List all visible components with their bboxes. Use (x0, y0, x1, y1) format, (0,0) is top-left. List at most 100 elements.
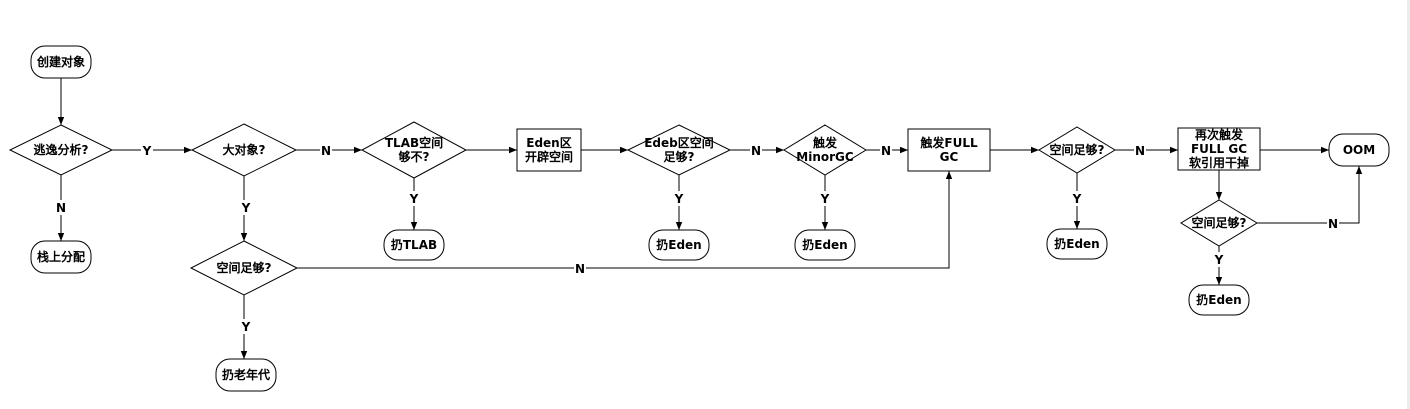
node-label: 逃逸分析? (34, 142, 89, 157)
node-label: Eden区 (526, 136, 571, 150)
node-label: 空间足够? (1192, 215, 1247, 230)
terminal-shape (30, 45, 92, 79)
edge-label: Y (674, 192, 684, 206)
decision-shape (360, 121, 468, 179)
edge-label: N (751, 144, 761, 158)
terminal-shape (1188, 284, 1250, 316)
edge-label: Y (241, 201, 251, 215)
decision-shape (1180, 199, 1258, 247)
node-space2-decision: 空间足够? (1038, 126, 1116, 174)
node-label: 大对象? (223, 142, 266, 157)
edge-oldspace-to-fullgc (297, 171, 953, 269)
edge-label: Y (1214, 253, 1224, 267)
node-label: 栈上分配 (37, 249, 85, 264)
node-label: 空间足够? (217, 260, 272, 275)
process-shape (1177, 127, 1261, 171)
edge-label: N (1328, 217, 1338, 231)
edge-label-bg (408, 191, 420, 206)
edge-label: Y (1072, 192, 1082, 206)
decision-shape (190, 123, 298, 177)
edge-label: N (1135, 144, 1145, 158)
node-label: 扔老年代 (222, 367, 270, 382)
decision-shape (626, 124, 732, 176)
edge-label-bg (880, 143, 892, 158)
terminal-shape (1046, 228, 1108, 260)
node-oom-terminal: OOM (1328, 133, 1390, 167)
edge-label-bg (574, 261, 586, 276)
edge-label-bg (750, 143, 762, 158)
process-shape (907, 128, 991, 172)
edge-label-bg (55, 200, 67, 215)
decision-shape (189, 240, 299, 296)
edge-label-bg (1213, 252, 1225, 267)
edge-space3-to-oom (1257, 166, 1363, 224)
edge-label-bg (240, 200, 252, 215)
terminal-shape (383, 229, 445, 261)
edge-label: N (575, 262, 585, 276)
decision-shape (8, 124, 114, 176)
terminal-shape (648, 229, 710, 261)
node-label: 触发 (813, 135, 838, 150)
node-oldgen-terminal: 扔老年代 (215, 358, 277, 392)
node-bigobj-decision: 大对象? (190, 123, 298, 177)
node-label: TLAB空间 (385, 135, 443, 150)
edge-label-bg (1327, 216, 1339, 231)
node-label: FULL GC (1191, 142, 1247, 156)
node-label: OOM (1343, 143, 1375, 157)
edge-label-bg (673, 191, 685, 206)
node-label: 扔Eden (656, 237, 701, 252)
process-shape (516, 128, 582, 172)
edge-label-bg (320, 143, 332, 158)
node-label: 开辟空间 (525, 149, 573, 164)
node-eden2-terminal: 扔Eden (794, 229, 856, 261)
node-label: 触发FULL (920, 135, 978, 150)
node-create-terminal: 创建对象 (30, 45, 92, 79)
node-label: 扔Eden (1196, 292, 1241, 307)
node-label: 足够? (664, 149, 695, 164)
node-eden3-terminal: 扔Eden (1046, 228, 1108, 260)
node-label: 创建对象 (36, 54, 85, 69)
decision-shape (783, 124, 867, 176)
node-escape-decision: 逃逸分析? (8, 124, 114, 176)
edge-label: Y (241, 320, 251, 334)
edge-label-bg (141, 143, 153, 158)
terminal-shape (30, 240, 92, 274)
edge-label-bg (240, 319, 252, 334)
terminal-shape (215, 358, 277, 392)
edge-label-bg (819, 191, 831, 206)
node-oldspace-decision: 空间足够? (189, 240, 299, 296)
edge-label: Y (142, 144, 152, 158)
node-tlabput-terminal: 扔TLAB (383, 229, 445, 261)
edge-label: Y (820, 192, 830, 206)
edge-label-bg (1071, 191, 1083, 206)
edge-label: N (56, 201, 66, 215)
node-space3-decision: 空间足够? (1180, 199, 1258, 247)
edge-label: N (321, 144, 331, 158)
decision-shape (1038, 126, 1116, 174)
node-label: 空间足够? (1050, 142, 1105, 157)
node-label: MinorGC (796, 150, 854, 164)
node-stack-terminal: 栈上分配 (30, 240, 92, 274)
node-label: 扔TLAB (391, 237, 437, 252)
terminal-shape (794, 229, 856, 261)
terminal-shape (1328, 133, 1390, 167)
edge-label-bg (1134, 143, 1146, 158)
node-label: 扔Eden (802, 237, 847, 252)
edge-label: N (881, 144, 891, 158)
node-eden1-terminal: 扔Eden (648, 229, 710, 261)
node-label: GC (940, 150, 959, 164)
node-label: Edeb区空间 (644, 135, 714, 150)
node-label: 软引用干掉 (1189, 155, 1249, 170)
node-label: 够不? (398, 149, 430, 164)
node-label: 再次触发 (1195, 127, 1244, 142)
node-eden4-terminal: 扔Eden (1188, 284, 1250, 316)
node-label: 扔Eden (1054, 236, 1099, 251)
